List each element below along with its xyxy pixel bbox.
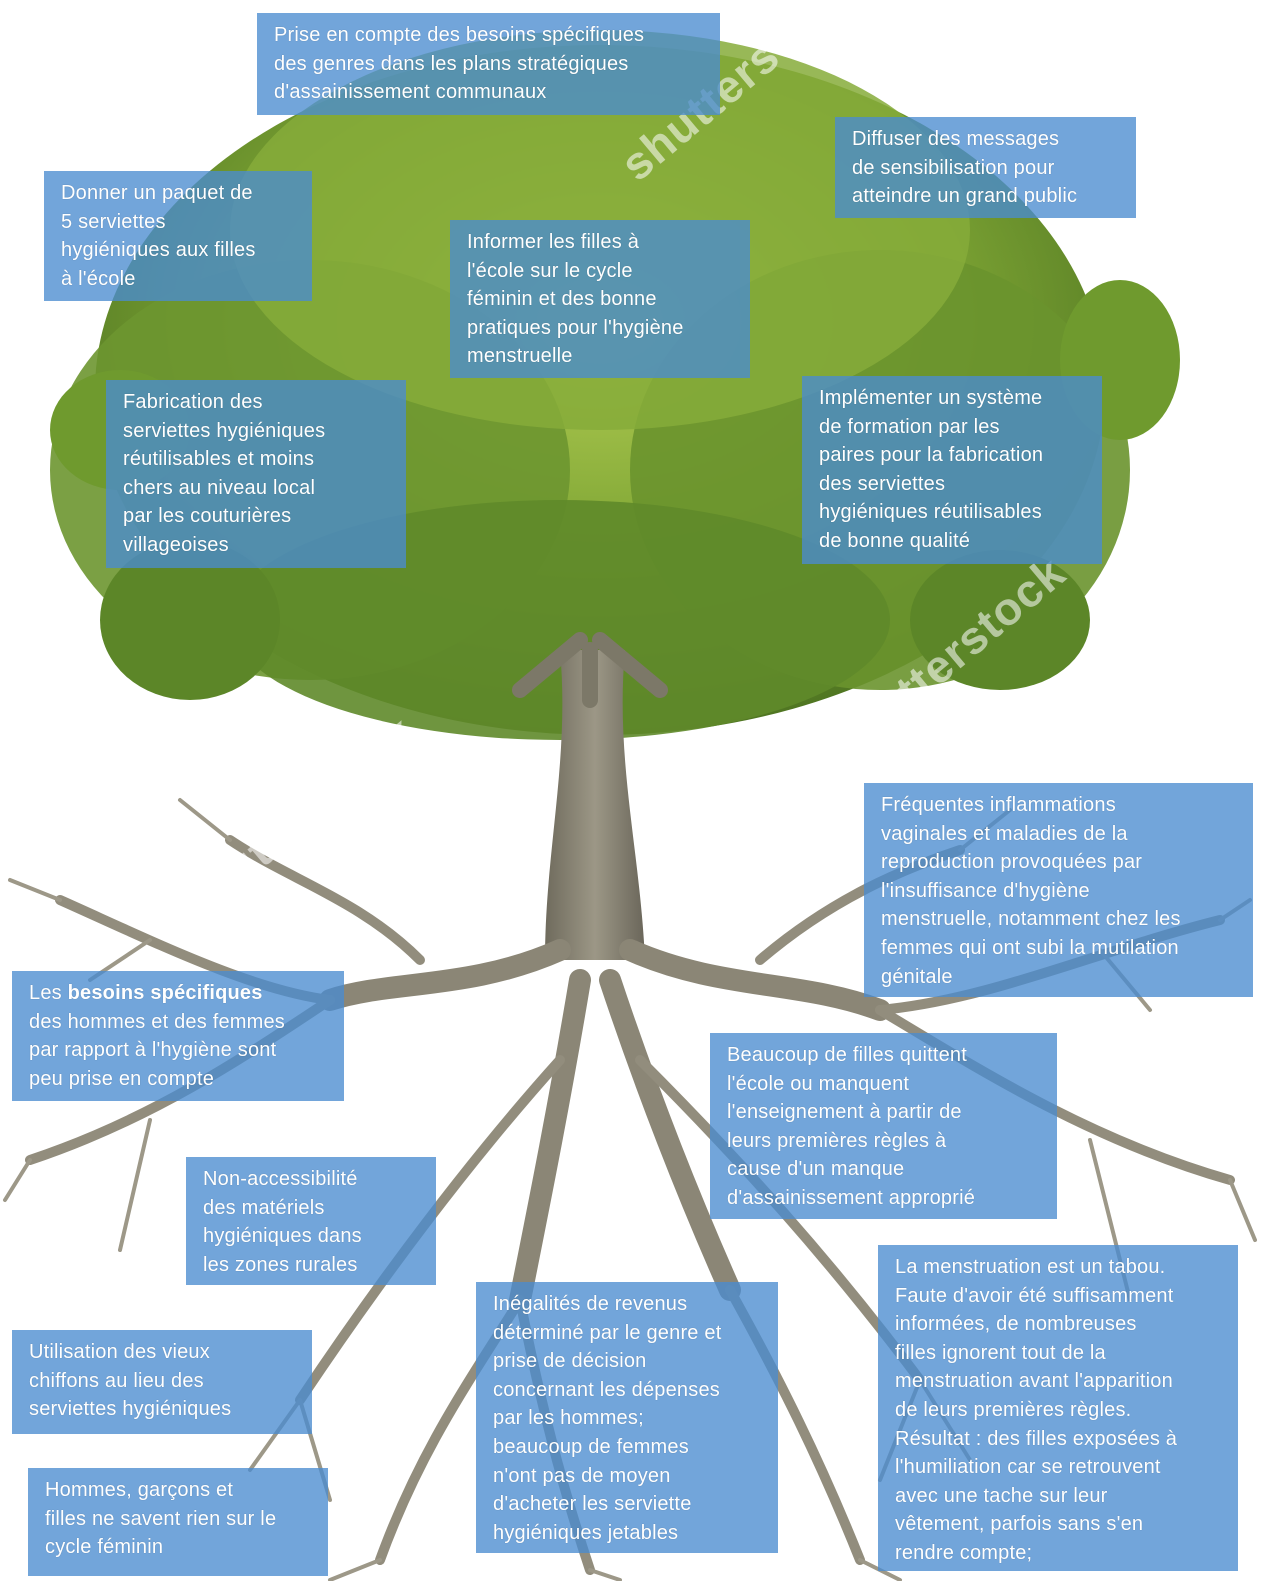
root-box-besoins-specifiques: Les besoins spécifiques des hommes et de… xyxy=(12,971,344,1101)
root-box-tabou: La menstruation est un tabou. Faute d'av… xyxy=(878,1245,1238,1571)
leaf-box-fabrication-locale: Fabrication des serviettes hygiéniques r… xyxy=(106,380,406,568)
leaf-box-paquet-serviettes: Donner un paquet de 5 serviettes hygiéni… xyxy=(44,171,312,301)
besoins-rest: des hommes et des femmes par rapport à l… xyxy=(29,1010,286,1090)
leaf-box-informer-filles: Informer les filles à l'école sur le cyc… xyxy=(450,220,750,378)
root-box-hommes-garcons: Hommes, garçons et filles ne savent rien… xyxy=(28,1468,328,1576)
leaf-box-genre-plans: Prise en compte des besoins spécifiques … xyxy=(257,13,720,115)
besoins-prefix: Les xyxy=(29,982,68,1004)
leaf-box-messages-sensibilisation: Diffuser des messages de sensibilisation… xyxy=(835,117,1136,218)
besoins-bold: besoins spécifiques xyxy=(67,982,263,1004)
root-box-inegalites-revenus: Inégalités de revenus déterminé par le g… xyxy=(476,1282,778,1553)
root-box-quittent-ecole: Beaucoup de filles quittent l'école ou m… xyxy=(710,1033,1057,1219)
leaf-box-formation-paires: Implémenter un système de formation par … xyxy=(802,376,1102,564)
root-box-vieux-chiffons: Utilisation des vieux chiffons au lieu d… xyxy=(12,1330,312,1434)
root-box-inflammations: Fréquentes inflammations vaginales et ma… xyxy=(864,783,1253,997)
root-box-non-accessibilite: Non-accessibilité des matériels hygiéniq… xyxy=(186,1157,436,1285)
